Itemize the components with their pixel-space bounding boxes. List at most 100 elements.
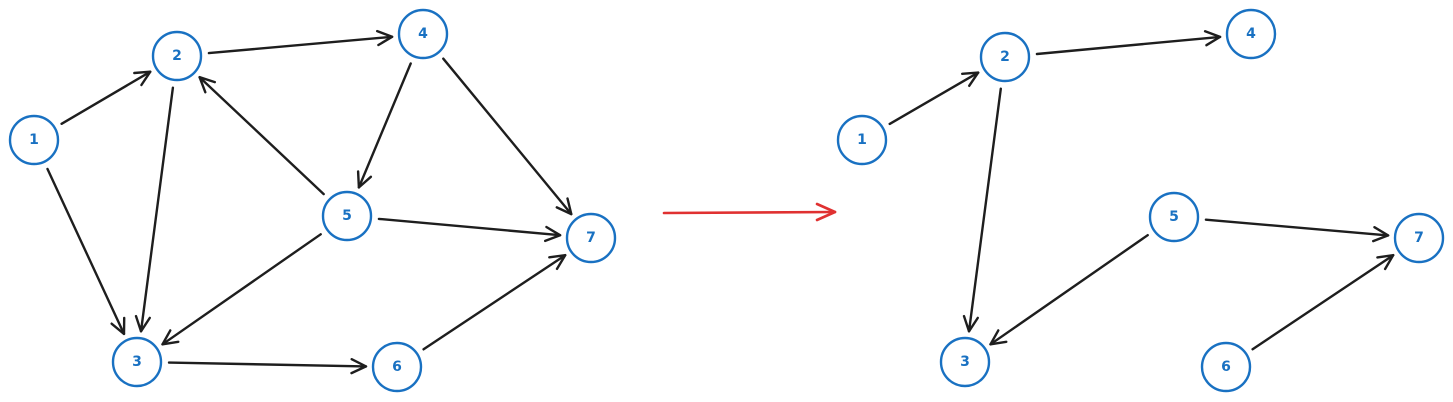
- node-label: 2: [1000, 49, 1010, 65]
- result-graph-nodes: 1 2 3 4 5 6 7: [836, 8, 1445, 393]
- arrow-right-icon: [815, 202, 837, 222]
- node-6: 6: [371, 341, 423, 393]
- node-circle: [151, 30, 203, 82]
- edge-5-7: [377, 217, 562, 243]
- node-5: 5: [321, 190, 373, 242]
- node-circle: [1393, 212, 1445, 264]
- node-circle: [111, 336, 163, 388]
- node-1: 1: [836, 114, 888, 166]
- node-4: 4: [1225, 8, 1277, 60]
- node-label: 4: [1246, 26, 1256, 42]
- arrowhead-icon: [198, 76, 216, 94]
- node-circle: [1148, 191, 1200, 243]
- node-label: 1: [857, 132, 867, 148]
- edge-line: [1035, 35, 1222, 56]
- edge-line: [207, 35, 394, 55]
- node-circle: [836, 114, 888, 166]
- transform-arrow-group: [662, 202, 837, 222]
- node-5: 5: [1148, 191, 1200, 243]
- node-circle: [397, 8, 449, 60]
- arrowhead-icon: [548, 254, 567, 271]
- arrowhead-icon: [1376, 254, 1395, 271]
- edge-line: [46, 167, 126, 336]
- node-label: 3: [960, 354, 970, 370]
- node-label: 5: [1169, 209, 1179, 225]
- node-3: 3: [111, 336, 163, 388]
- arrowhead-icon: [110, 316, 126, 336]
- edge-line: [377, 217, 562, 237]
- edge-2-4: [1035, 30, 1222, 56]
- result-graph-edges: [888, 30, 1395, 351]
- edge-6-7: [422, 253, 567, 351]
- edge-5-3: [989, 233, 1149, 346]
- arrowhead-icon: [134, 314, 151, 333]
- original-graph-nodes: 1 2 3 4 5 6 7: [8, 8, 617, 393]
- node-7: 7: [1393, 212, 1445, 264]
- arrowhead-icon: [961, 71, 980, 87]
- arrowhead-icon: [356, 170, 373, 189]
- edge-line: [60, 70, 152, 126]
- edge-1-2: [60, 70, 152, 126]
- edge-5-7: [1204, 218, 1390, 243]
- edge-line: [357, 62, 412, 189]
- node-label: 7: [1414, 230, 1424, 246]
- node-label: 3: [132, 354, 142, 370]
- arrowhead-icon: [350, 358, 368, 375]
- original-graph-edges: [46, 29, 573, 375]
- node-label: 4: [418, 26, 428, 42]
- arrowhead-icon: [555, 197, 573, 216]
- edge-4-5: [356, 62, 412, 189]
- node-circle: [1225, 8, 1277, 60]
- arrowhead-icon: [962, 314, 979, 333]
- node-circle: [565, 212, 617, 264]
- original-graph: 1 2 3 4 5 6 7: [8, 8, 617, 393]
- edge-5-3: [161, 233, 322, 346]
- edge-line: [989, 233, 1149, 346]
- node-label: 7: [586, 230, 596, 246]
- edge-line: [888, 71, 980, 126]
- node-label: 5: [342, 208, 352, 224]
- edge-line: [1204, 218, 1390, 237]
- arrowhead-icon: [544, 225, 562, 243]
- edge-line: [422, 253, 567, 351]
- edge-line: [967, 87, 1002, 333]
- result-graph: 1 2 3 4 5 6 7: [836, 8, 1445, 393]
- edge-line: [139, 86, 175, 333]
- edge-line: [161, 233, 322, 346]
- arrowhead-icon: [133, 70, 152, 87]
- arrowhead-icon: [376, 29, 394, 47]
- node-4: 4: [397, 8, 449, 60]
- transform-arrow-line: [662, 210, 837, 215]
- node-label: 6: [1221, 359, 1231, 375]
- edge-2-3: [134, 86, 175, 333]
- arrowhead-icon: [1372, 226, 1390, 243]
- node-circle: [979, 31, 1031, 83]
- node-6: 6: [1200, 341, 1252, 393]
- node-label: 2: [172, 48, 182, 64]
- edge-1-3: [46, 167, 126, 336]
- node-2: 2: [979, 31, 1031, 83]
- arrowhead-icon: [161, 329, 180, 346]
- edge-3-6: [167, 358, 368, 375]
- node-circle: [939, 336, 991, 388]
- edge-1-2: [888, 71, 980, 126]
- node-circle: [321, 190, 373, 242]
- edge-2-3: [962, 87, 1002, 333]
- node-3: 3: [939, 336, 991, 388]
- edge-6-7: [1251, 253, 1395, 351]
- arrowhead-icon: [989, 329, 1008, 346]
- arrowhead-icon: [1203, 30, 1222, 47]
- edge-4-7: [442, 57, 573, 216]
- node-circle: [1200, 341, 1252, 393]
- edge-line: [442, 57, 573, 216]
- node-circle: [8, 114, 60, 166]
- edge-line: [167, 361, 368, 368]
- node-2: 2: [151, 30, 203, 82]
- node-label: 6: [392, 359, 402, 375]
- edge-2-4: [207, 29, 394, 55]
- node-7: 7: [565, 212, 617, 264]
- edge-line: [1251, 253, 1395, 351]
- node-1: 1: [8, 114, 60, 166]
- edge-5-2: [198, 75, 325, 196]
